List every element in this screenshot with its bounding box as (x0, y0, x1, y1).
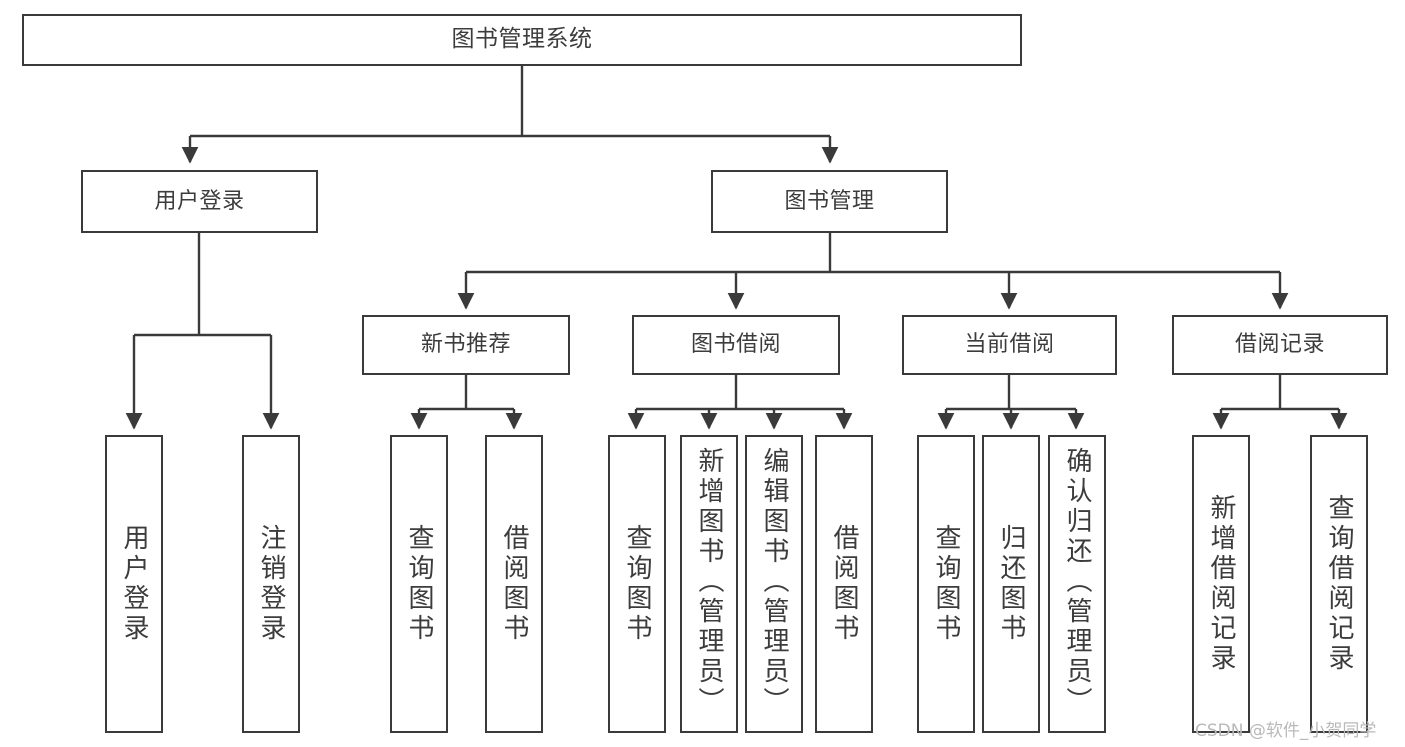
csdn-watermark: CSDN @软件_小贺同学 (1195, 721, 1377, 741)
leaf-borrow-book-2[interactable]: 借阅图书 (815, 435, 873, 733)
node-book-manage[interactable]: 图书管理 (711, 170, 948, 233)
leaf-user-logout[interactable]: 注销登录 (242, 435, 300, 733)
leaf-add-book[interactable]: 新增图书（管理员） (680, 435, 738, 733)
leaf-confirm-return-label: 确认归还（管理员） (1062, 447, 1092, 717)
node-root[interactable]: 图书管理系统 (22, 14, 1022, 66)
node-book-borrow-label: 图书借阅 (690, 332, 781, 358)
node-root-label: 图书管理系统 (451, 26, 593, 53)
node-user-login[interactable]: 用户登录 (81, 170, 318, 233)
leaf-query-book-2-label: 查询图书 (622, 524, 652, 644)
leaf-confirm-return[interactable]: 确认归还（管理员） (1048, 435, 1106, 733)
node-borrow-record[interactable]: 借阅记录 (1172, 315, 1388, 375)
node-book-manage-label: 图书管理 (784, 188, 875, 214)
leaf-return-book[interactable]: 归还图书 (982, 435, 1040, 733)
leaf-add-record[interactable]: 新增借阅记录 (1192, 435, 1250, 733)
leaf-user-login[interactable]: 用户登录 (105, 435, 163, 733)
node-new-book-recommend-label: 新书推荐 (420, 332, 511, 358)
node-current-borrow-label: 当前借阅 (964, 332, 1055, 358)
leaf-query-book-1-label: 查询图书 (404, 524, 434, 644)
node-user-login-label: 用户登录 (154, 188, 245, 214)
node-book-borrow[interactable]: 图书借阅 (632, 315, 840, 375)
leaf-query-book-2[interactable]: 查询图书 (608, 435, 666, 733)
leaf-user-login-label: 用户登录 (119, 524, 149, 644)
node-borrow-record-label: 借阅记录 (1234, 332, 1325, 358)
leaf-borrow-book-1[interactable]: 借阅图书 (485, 435, 543, 733)
leaf-return-book-label: 归还图书 (996, 524, 1026, 644)
leaf-query-record[interactable]: 查询借阅记录 (1310, 435, 1368, 733)
leaf-borrow-book-2-label: 借阅图书 (829, 524, 859, 644)
leaf-borrow-book-1-label: 借阅图书 (499, 524, 529, 644)
leaf-edit-book[interactable]: 编辑图书（管理员） (745, 435, 803, 733)
leaf-query-book-1[interactable]: 查询图书 (390, 435, 448, 733)
node-current-borrow[interactable]: 当前借阅 (902, 315, 1117, 375)
leaf-add-book-label: 新增图书（管理员） (694, 447, 724, 717)
leaf-edit-book-label: 编辑图书（管理员） (759, 447, 789, 717)
node-new-book-recommend[interactable]: 新书推荐 (362, 315, 570, 375)
leaf-user-logout-label: 注销登录 (256, 524, 286, 644)
leaf-add-record-label: 新增借阅记录 (1206, 494, 1236, 674)
leaf-query-record-label: 查询借阅记录 (1324, 494, 1354, 674)
leaf-query-book-3[interactable]: 查询图书 (917, 435, 975, 733)
leaf-query-book-3-label: 查询图书 (931, 524, 961, 644)
